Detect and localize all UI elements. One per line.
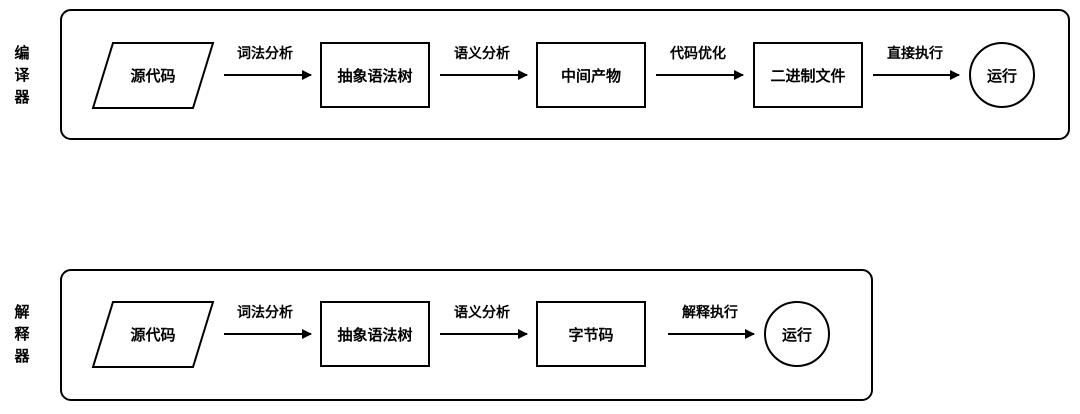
compiler-edge-label-4: 直接执行 bbox=[887, 45, 943, 62]
compiler-node-intermediate: 中间产物 bbox=[536, 42, 646, 108]
compiler-node-source-code-label: 源代码 bbox=[130, 67, 175, 85]
compiler-label-char-3: 器 bbox=[13, 88, 30, 106]
interpreter-node-ast-label: 抽象语法树 bbox=[337, 326, 412, 344]
compiler-edge-label-3: 代码优化 bbox=[669, 45, 726, 62]
interpreter-node-bytecode-label: 字节码 bbox=[568, 326, 613, 344]
compiler-node-intermediate-label: 中间产物 bbox=[561, 67, 621, 85]
interpreter-node-source-code-label: 源代码 bbox=[130, 326, 175, 344]
interpreter-label-char-1: 解 bbox=[14, 303, 29, 321]
interpreter-node-bytecode: 字节码 bbox=[536, 301, 646, 367]
compiler-node-run: 运行 bbox=[969, 42, 1035, 108]
interpreter-node-run-label: 运行 bbox=[782, 326, 812, 344]
compiler-node-run-label: 运行 bbox=[987, 67, 1017, 85]
compiler-node-ast: 抽象语法树 bbox=[320, 42, 430, 108]
compiler-label-char-2: 译 bbox=[14, 66, 30, 84]
compiler-label-char-1: 编 bbox=[14, 44, 29, 62]
interpreter-label-char-3: 器 bbox=[13, 347, 30, 365]
compiler-section: 编 译 器 源代码 词法分析 抽象语法树 语义分析 中间产物 代码优化 二进制文… bbox=[13, 9, 1070, 140]
interpreter-section: 解 释 器 源代码 词法分析 抽象语法树 语义分析 字节码 解释执行 运行 bbox=[13, 269, 873, 401]
interpreter-label-char-2: 释 bbox=[14, 325, 30, 343]
interpreter-edge-label-1: 词法分析 bbox=[237, 304, 293, 321]
compiler-node-binary: 二进制文件 bbox=[753, 42, 863, 108]
interpreter-node-run: 运行 bbox=[764, 301, 830, 367]
compiler-container bbox=[60, 9, 1070, 140]
interpreter-edge-label-3: 解释执行 bbox=[682, 304, 738, 321]
interpreter-edge-label-2: 语义分析 bbox=[454, 304, 510, 321]
compiler-edge-label-2: 语义分析 bbox=[454, 45, 510, 62]
interpreter-container bbox=[60, 269, 873, 401]
compiler-node-ast-label: 抽象语法树 bbox=[337, 67, 412, 85]
compiler-edge-label-1: 词法分析 bbox=[237, 45, 293, 62]
compiler-node-binary-label: 二进制文件 bbox=[770, 67, 845, 85]
interpreter-node-source-code: 源代码 bbox=[91, 301, 215, 368]
compiler-node-source-code: 源代码 bbox=[91, 42, 215, 109]
interpreter-node-ast: 抽象语法树 bbox=[320, 301, 430, 367]
